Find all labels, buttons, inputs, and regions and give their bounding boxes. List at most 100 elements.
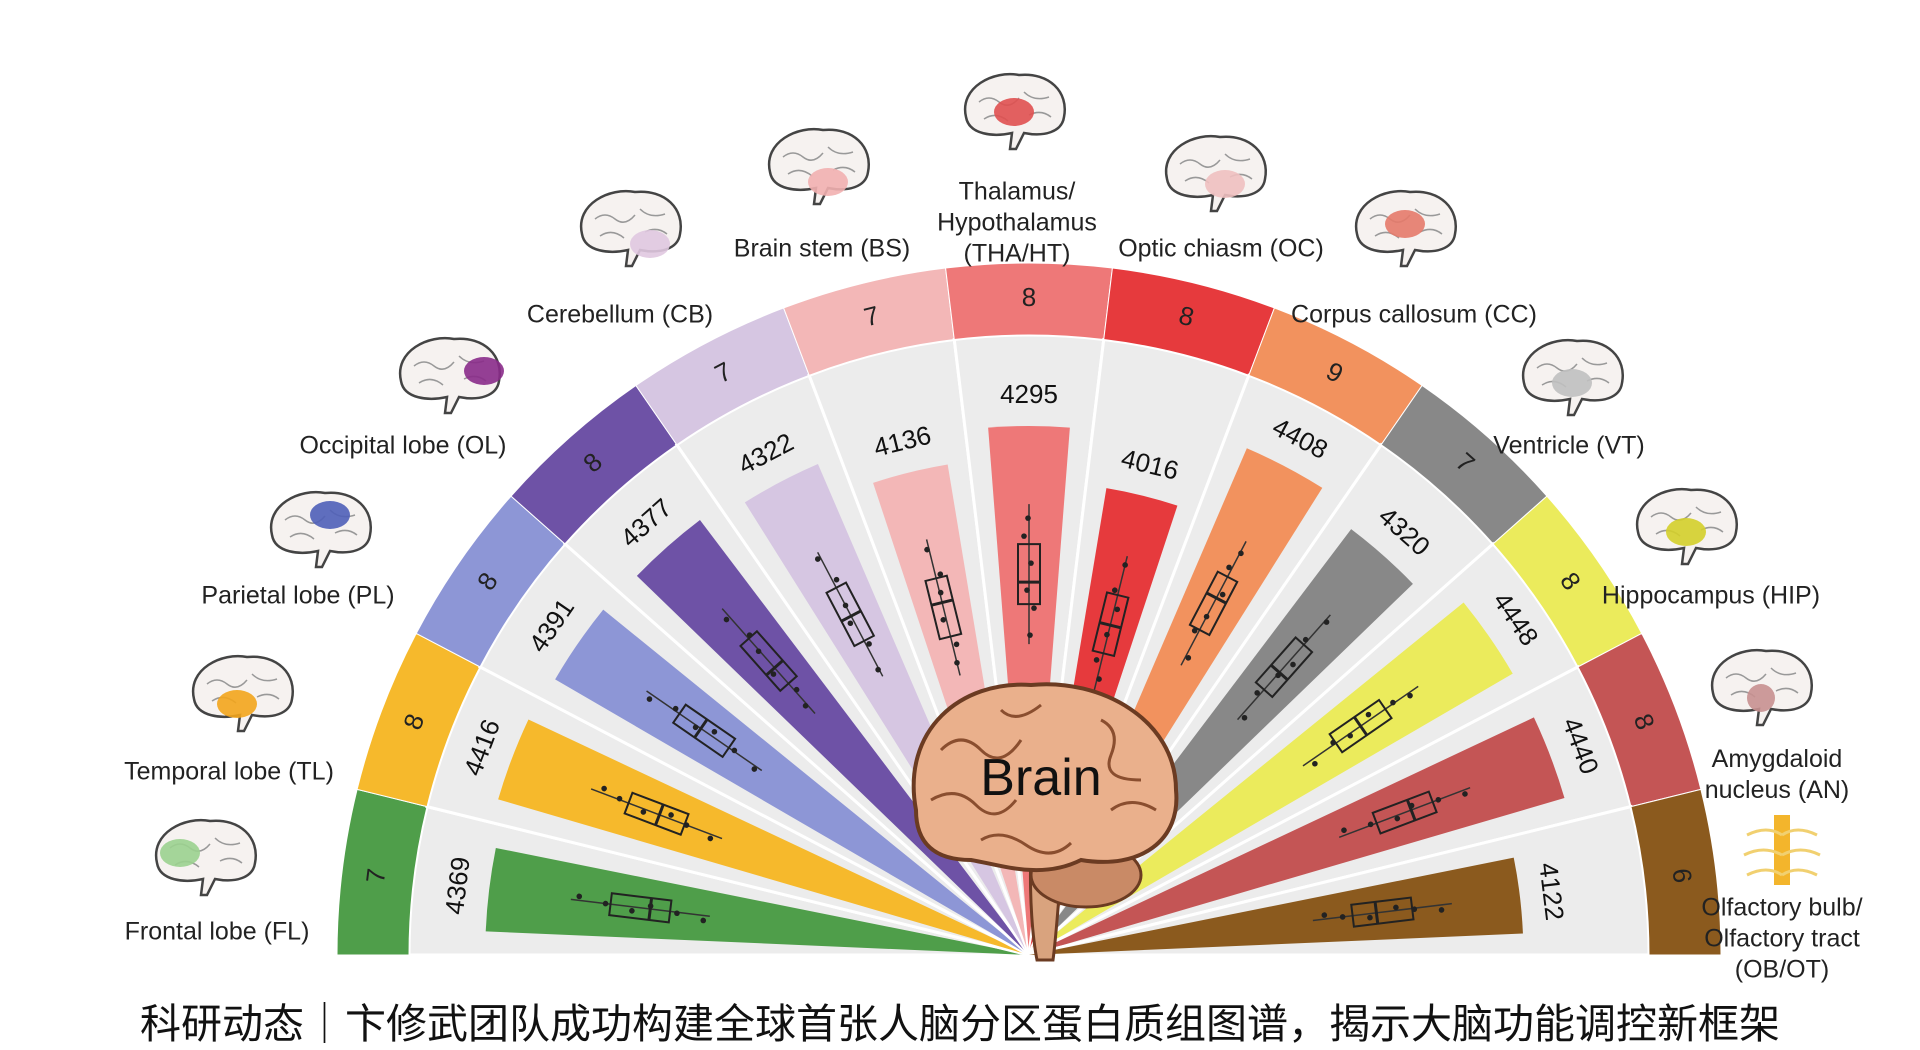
box-plot-whisker xyxy=(590,788,723,840)
box-plot-point xyxy=(1238,550,1244,557)
box-plot-box xyxy=(825,581,876,648)
brain-region-icon xyxy=(1626,482,1746,572)
box-plot-point xyxy=(723,616,730,623)
box-plot-median xyxy=(840,609,862,623)
protein-count-bar xyxy=(1029,857,1523,955)
box-plot-point xyxy=(601,785,607,792)
box-plot-point xyxy=(1241,714,1248,721)
box-plot-point xyxy=(940,616,947,623)
box-plot-point xyxy=(1219,591,1226,598)
box-plot-median xyxy=(654,804,665,826)
box-plot-point xyxy=(937,589,944,596)
box-plot-whisker xyxy=(1312,902,1452,922)
sample-count-band xyxy=(356,632,481,808)
region-label: Brain stem (BS) xyxy=(733,234,911,263)
region-label: Amygdaloid nucleus (AN) xyxy=(1704,745,1850,804)
box-plot xyxy=(1236,614,1331,721)
brain-icon xyxy=(269,490,373,569)
box-plot-median xyxy=(1205,591,1227,605)
box-plot-point xyxy=(1341,827,1347,833)
box-plot-point xyxy=(616,795,623,802)
brain-folds xyxy=(930,703,1157,855)
box-plot-point xyxy=(954,659,960,666)
box-plot-point xyxy=(576,893,583,900)
box-plot-whisker xyxy=(1338,787,1471,839)
box-plot-box xyxy=(1091,591,1130,658)
box-plot-point xyxy=(937,571,944,577)
box-plot-point xyxy=(793,686,800,693)
box-plot-whisker xyxy=(721,608,816,714)
box-plot-box xyxy=(608,892,673,924)
box-plot-whisker xyxy=(816,551,884,677)
box-plot xyxy=(570,892,710,924)
box-plot xyxy=(590,785,723,842)
brain-icon xyxy=(963,72,1067,151)
sample-count-band xyxy=(415,495,566,668)
brain-icon xyxy=(191,654,295,733)
brain-region-icon xyxy=(389,331,509,421)
region-label: Corpus callosum (CC) xyxy=(1291,300,1537,329)
box-plot-box xyxy=(1017,543,1041,606)
box-plot xyxy=(721,608,816,714)
box-plot xyxy=(1312,896,1452,928)
box-plot-box xyxy=(671,703,737,759)
brain-icon xyxy=(1521,338,1625,417)
protein-count-label: 4369 xyxy=(439,855,476,916)
box-plot-point xyxy=(629,908,635,914)
box-plot-point xyxy=(1114,606,1121,613)
brain-icon xyxy=(154,818,258,897)
brain-region-icon xyxy=(758,122,878,212)
box-plot xyxy=(646,690,763,772)
box-plot-point xyxy=(875,666,881,673)
box-plot-point xyxy=(1093,657,1100,663)
box-plot-point xyxy=(1408,802,1415,809)
box-plot-point xyxy=(1111,587,1118,594)
box-plot-point xyxy=(674,910,680,917)
box-plot-point xyxy=(707,835,714,842)
brain-region-icon xyxy=(570,184,690,274)
box-plot-median xyxy=(1270,664,1289,681)
brain-region-icon xyxy=(145,813,265,903)
brain-icon xyxy=(767,127,871,206)
box-plot-point xyxy=(1302,636,1309,643)
box-plot-point xyxy=(833,576,840,583)
box-plot-point xyxy=(1226,564,1232,571)
sample-count-band xyxy=(1380,384,1548,545)
box-plot-point xyxy=(1407,692,1413,699)
region-label: Thalamus/ Hypothalamus (THA/HT) xyxy=(937,177,1097,268)
brain-region-icon xyxy=(182,649,302,739)
box-plot-point xyxy=(1024,587,1030,593)
box-plot-point xyxy=(1321,912,1328,918)
box-plot-point xyxy=(1122,562,1128,568)
sample-count-label: 6 xyxy=(1667,867,1699,885)
box-plot-point xyxy=(668,812,674,818)
brain-icon xyxy=(1710,648,1814,727)
brain-icon xyxy=(1164,134,1268,213)
brain-region-icon xyxy=(1512,333,1632,423)
box-plot-point xyxy=(866,641,872,647)
region-label: Occipital lobe (OL) xyxy=(299,431,507,460)
sample-count-band xyxy=(1103,267,1276,376)
box-plot-point xyxy=(1435,796,1442,803)
brain-region-icon xyxy=(1722,810,1842,900)
box-plot-point xyxy=(1025,515,1031,521)
box-plot-point xyxy=(746,632,753,638)
box-plot-median xyxy=(693,718,709,739)
box-plot-point xyxy=(1290,661,1296,668)
box-plot-median xyxy=(1373,901,1380,924)
brain-icon xyxy=(398,336,504,415)
brain-region-icon xyxy=(954,67,1074,157)
brain-illustration: Brain xyxy=(911,682,1179,962)
box-plot-point xyxy=(683,822,690,828)
region-label: Temporal lobe (TL) xyxy=(124,757,334,786)
box-plot-point xyxy=(1330,739,1336,746)
protein-count-label: 4122 xyxy=(1533,861,1570,922)
box-plot-point xyxy=(711,728,718,735)
box-plot-box xyxy=(1188,570,1239,637)
box-plot-box xyxy=(924,574,963,641)
box-plot-point xyxy=(755,648,762,655)
box-plot-point xyxy=(692,724,699,731)
protein-count-bar xyxy=(1029,717,1565,955)
region-label: Ventricle (VT) xyxy=(1493,431,1645,460)
